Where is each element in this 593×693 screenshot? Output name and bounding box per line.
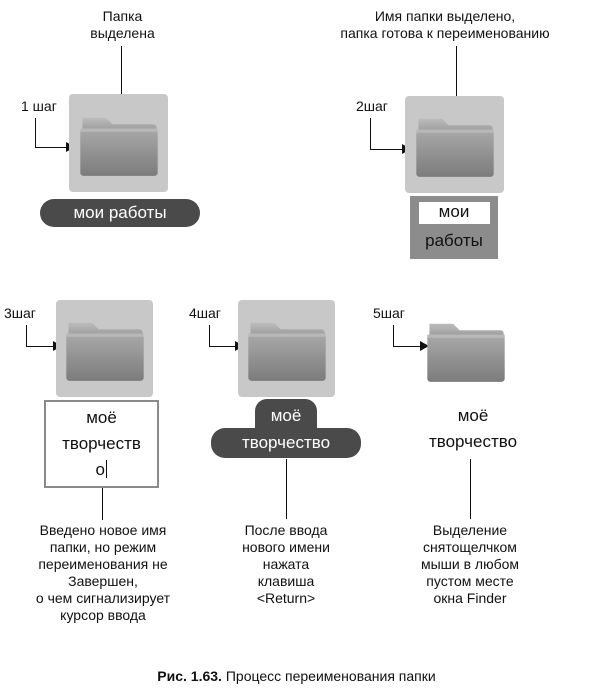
step1-label: 1 шаг — [21, 98, 57, 114]
connector-line — [26, 346, 56, 347]
connector-line — [393, 346, 423, 347]
step5-bottom-note: Выделение снятощелчком мыши в любом пуст… — [420, 522, 520, 606]
connector-line — [370, 149, 406, 150]
folder-name-line: творчеств — [62, 434, 141, 453]
connector-line — [393, 325, 394, 347]
connector-line — [35, 147, 70, 148]
folder-name-line: моё — [86, 408, 117, 427]
folder-name-label-bg[interactable] — [211, 428, 361, 458]
folder-icon[interactable] — [423, 306, 509, 391]
connector-line — [26, 325, 27, 347]
folder-icon[interactable] — [244, 305, 330, 390]
connector-line — [470, 459, 471, 519]
folder-name-line: о — [46, 457, 157, 483]
folder-name-label[interactable]: моё творчество — [398, 403, 548, 455]
arrow-head-icon — [420, 341, 429, 351]
rename-input[interactable]: моё творчеств о — [44, 400, 159, 488]
step2-label: 2шаг — [356, 98, 388, 114]
connector-line — [286, 459, 287, 519]
step3-label: 3шаг — [4, 305, 36, 321]
connector-line — [102, 488, 103, 520]
connector-line — [121, 46, 122, 98]
folder-name-label[interactable]: мои работы — [40, 199, 200, 227]
folder-name-line: творчество — [428, 432, 518, 451]
folder-icon[interactable] — [412, 101, 498, 186]
connector-line — [456, 46, 457, 98]
folder-name-line: моё — [457, 406, 489, 425]
text-cursor-icon — [105, 460, 108, 478]
folder-icon[interactable] — [62, 305, 148, 390]
step4-bottom-note: После ввода нового имени нажата клавиша … — [242, 522, 330, 606]
connector-line — [209, 346, 238, 347]
figure-caption: Рис. 1.63. Процесс переименования папки — [0, 668, 593, 684]
step5-label: 5шаг — [373, 305, 405, 321]
step3-bottom-note: Введено новое имя папки, но режим переим… — [35, 522, 171, 623]
connector-line — [370, 118, 371, 150]
connector-line — [209, 325, 210, 347]
figure-number: Рис. 1.63. — [157, 668, 222, 684]
folder-name-line: мои — [438, 202, 470, 221]
folder-icon[interactable] — [76, 100, 162, 185]
folder-name-line: творчество — [241, 433, 331, 452]
step4-label: 4шаг — [189, 305, 221, 321]
connector-line — [35, 118, 36, 148]
figure-title: Процесс переименования папки — [221, 668, 436, 684]
step1-top-note: Папка выделена — [90, 8, 155, 41]
folder-name-line: работы — [425, 231, 483, 250]
step2-top-note: Имя папки выделено, папка готова к переи… — [340, 8, 550, 41]
name-selection-highlight — [419, 202, 490, 224]
rename-field[interactable]: мои работы — [410, 196, 498, 259]
folder-name-line: моё — [270, 406, 302, 425]
